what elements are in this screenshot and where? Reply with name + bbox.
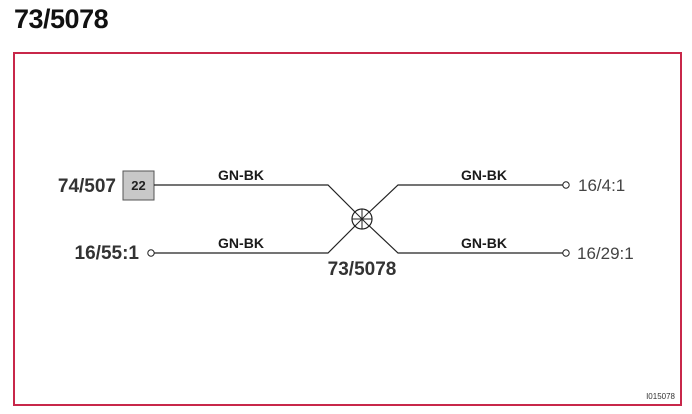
wire-right-top	[361, 184, 563, 220]
right-bottom-terminal-label: 16/29:1	[577, 244, 634, 263]
wire-left-top-label: GN-BK	[218, 167, 264, 183]
terminal-open-circle-icon	[562, 249, 570, 257]
diagram-frame	[13, 52, 682, 406]
terminal-open-circle-icon	[562, 181, 570, 189]
reference-code: I015078	[646, 392, 675, 401]
wire-left-top	[154, 184, 363, 220]
wire-right-top-label: GN-BK	[461, 167, 507, 183]
terminal-open-circle-icon	[147, 249, 155, 257]
right-top-terminal-label: 16/4:1	[578, 176, 625, 195]
splice-label: 73/5078	[328, 259, 397, 280]
page-title: 73/5078	[14, 4, 109, 34]
wire-right-bottom-label: GN-BK	[461, 235, 507, 251]
wire-left-bottom	[154, 218, 363, 254]
left-bottom-terminal-label: 16/55:1	[75, 243, 140, 264]
connector-pin-box	[122, 170, 155, 201]
connector-pin-number: 22	[131, 178, 145, 193]
splice-node-icon	[351, 208, 373, 230]
connector-label: 74/507	[58, 176, 116, 197]
wire-right-bottom	[361, 218, 563, 254]
wire-left-bottom-label: GN-BK	[218, 235, 264, 251]
